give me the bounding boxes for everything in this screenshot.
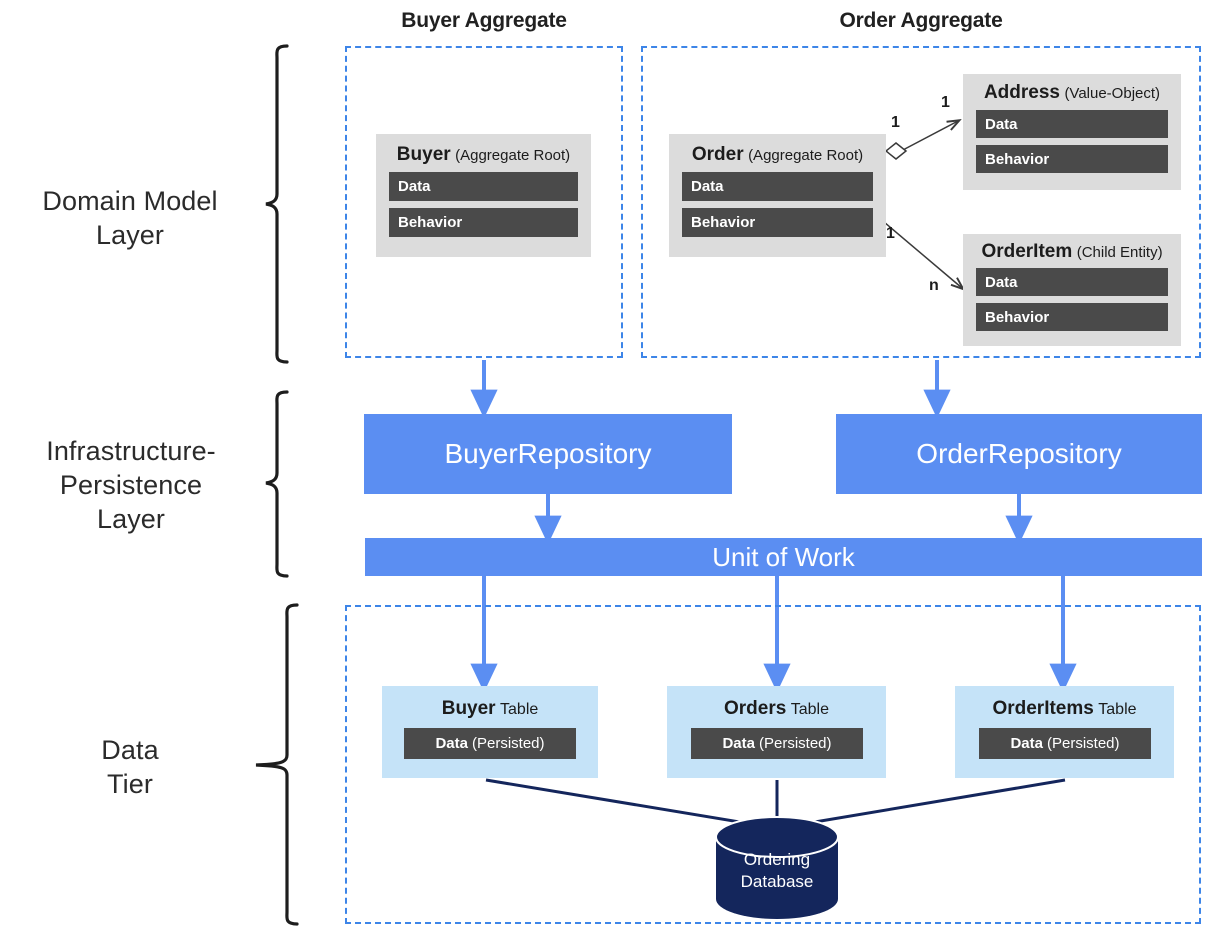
entity-buyer-title: Buyer (Aggregate Root) — [376, 144, 591, 166]
entity-orderitem-name: OrderItem — [981, 241, 1073, 262]
entity-order-row-behavior: Behavior — [682, 208, 873, 237]
data-tier-boundary — [345, 605, 1201, 924]
order-aggregate-title: Order Aggregate — [839, 9, 1003, 32]
entity-order-row-data: Data — [682, 172, 873, 201]
table-card-buyer-name: Buyer — [441, 698, 496, 719]
data-bar-suffix: (Persisted) — [471, 735, 545, 752]
entity-address[interactable]: Address (Value-Object) Data Behavior — [963, 74, 1181, 190]
entity-buyer-stereotype: (Aggregate Root) — [455, 147, 571, 164]
entity-order-name: Order — [691, 144, 744, 165]
data-bar-suffix: (Persisted) — [758, 735, 832, 752]
buyer-aggregate-title: Buyer Aggregate — [401, 9, 567, 32]
table-card-orders-suffix: Table — [790, 701, 829, 718]
table-card-orderitems-data-bar: Data (Persisted) — [979, 728, 1151, 759]
layer-label-data-tier: Data Tier — [10, 733, 250, 801]
unit-of-work-block[interactable]: Unit of Work — [365, 538, 1202, 576]
layer-label-line: Infrastructure- — [46, 436, 216, 466]
multiplicity-order-to-address-source: 1 — [891, 114, 900, 131]
entity-buyer-name: Buyer — [396, 144, 451, 165]
layer-label-infrastructure-persistence: Infrastructure- Persistence Layer — [6, 434, 256, 536]
entity-orderitem-stereotype: (Child Entity) — [1076, 244, 1163, 261]
table-card-orders-data-bar: Data (Persisted) — [691, 728, 863, 759]
table-card-orders[interactable]: Orders Table Data (Persisted) — [667, 686, 886, 778]
entity-address-name: Address — [983, 82, 1060, 103]
entity-orderitem-title: OrderItem (Child Entity) — [963, 241, 1181, 263]
table-card-buyer[interactable]: Buyer Table Data (Persisted) — [382, 686, 598, 778]
table-card-orderitems-name: OrderItems — [992, 698, 1094, 719]
entity-address-row-behavior: Behavior — [976, 145, 1168, 173]
entity-orderitem-row-behavior: Behavior — [976, 303, 1168, 331]
layer-label-line: Persistence — [59, 470, 203, 500]
data-bar-label: Data — [722, 735, 755, 752]
data-bar-label: Data — [435, 735, 468, 752]
entity-buyer[interactable]: Buyer (Aggregate Root) Data Behavior — [376, 134, 591, 257]
multiplicity-order-to-address-target: 1 — [941, 94, 950, 111]
entity-buyer-row-behavior: Behavior — [389, 208, 578, 237]
entity-orderitem[interactable]: OrderItem (Child Entity) Data Behavior — [963, 234, 1181, 346]
entity-address-title: Address (Value-Object) — [963, 82, 1181, 104]
layer-label-line: Layer — [96, 504, 166, 534]
layer-label-line: Tier — [107, 769, 153, 799]
entity-order-title: Order (Aggregate Root) — [669, 144, 886, 166]
data-bar-label: Data — [1010, 735, 1043, 752]
table-card-orders-name: Orders — [723, 698, 787, 719]
entity-order[interactable]: Order (Aggregate Root) Data Behavior — [669, 134, 886, 257]
buyer-aggregate-boundary — [345, 46, 623, 358]
table-card-orderitems-title: OrderItems Table — [955, 698, 1174, 720]
brace-data-tier — [255, 603, 299, 926]
order-aggregate-boundary — [641, 46, 1201, 358]
buyer-repository-block[interactable]: BuyerRepository — [364, 414, 732, 494]
data-bar-suffix: (Persisted) — [1046, 735, 1120, 752]
entity-orderitem-row-data: Data — [976, 268, 1168, 296]
table-card-orderitems-suffix: Table — [1098, 701, 1137, 718]
multiplicity-order-to-orderitem-source: 1 — [886, 225, 895, 242]
entity-buyer-row-data: Data — [389, 172, 578, 201]
layer-label-domain-model: Domain Model Layer — [10, 184, 250, 252]
brace-infrastructure-persistence — [265, 390, 289, 578]
brace-domain-model — [265, 44, 289, 364]
layer-label-line: Data — [101, 735, 159, 765]
entity-order-stereotype: (Aggregate Root) — [748, 147, 864, 164]
table-card-buyer-title: Buyer Table — [382, 698, 598, 720]
layer-label-line: Layer — [95, 220, 165, 250]
table-card-orderitems[interactable]: OrderItems Table Data (Persisted) — [955, 686, 1174, 778]
layer-label-line: Domain Model — [42, 186, 218, 216]
table-card-buyer-suffix: Table — [500, 701, 539, 718]
entity-address-row-data: Data — [976, 110, 1168, 138]
entity-address-stereotype: (Value-Object) — [1064, 85, 1161, 102]
table-card-buyer-data-bar: Data (Persisted) — [404, 728, 576, 759]
order-repository-block[interactable]: OrderRepository — [836, 414, 1202, 494]
table-card-orders-title: Orders Table — [667, 698, 886, 720]
multiplicity-order-to-orderitem-target: n — [929, 277, 939, 294]
